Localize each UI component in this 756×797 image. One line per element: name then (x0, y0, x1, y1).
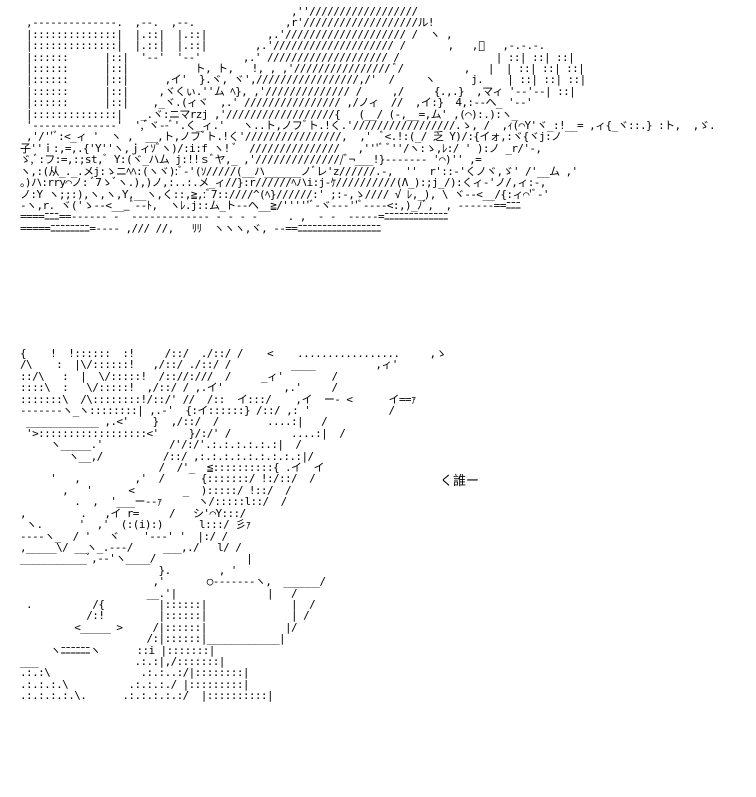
ascii-art-bottom-panel: { ! !:::::: :! /::/ ./::/ / < ..........… (20, 348, 447, 703)
speech-text: く誰ー (440, 474, 480, 489)
ascii-art-top-panel: ,''////////////////// ,--------------. ,… (20, 6, 716, 235)
